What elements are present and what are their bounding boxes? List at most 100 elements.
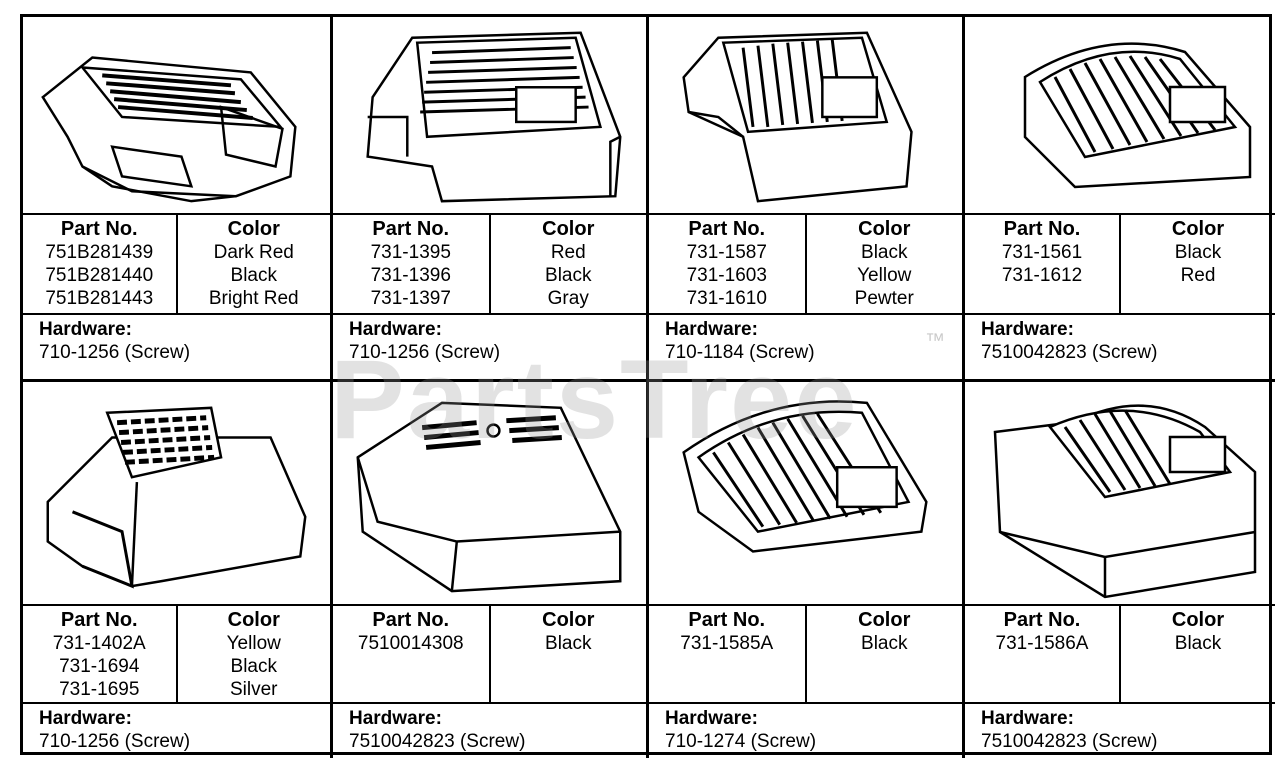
- hardware-section: Hardware: 710-1184 (Screw): [649, 315, 962, 379]
- hardware-section: Hardware: 710-1256 (Screw): [333, 315, 646, 379]
- color-column: Color Red Black Gray: [491, 215, 647, 313]
- part-table: Part No. 731-1587 731-1603 731-1610 Colo…: [649, 215, 962, 315]
- part-no-header: Part No.: [60, 609, 138, 631]
- color-header: Color: [858, 218, 911, 240]
- part-number: 751B281443: [45, 288, 154, 309]
- color-value: Bright Red: [208, 288, 299, 309]
- part-panel-5: Part No. 731-1402A 731-1694 731-1695 Col…: [23, 382, 333, 758]
- hardware-label: Hardware:: [39, 319, 132, 340]
- color-value: Yellow: [857, 265, 912, 286]
- part-table: Part No. 751B281439 751B281440 751B28144…: [23, 215, 330, 315]
- color-column: Color Black: [1121, 606, 1275, 702]
- part-panel-4: Part No. 731-1561 731-1612 Color Black R…: [965, 17, 1275, 382]
- shroud-illustration-5: [23, 382, 330, 606]
- part-number: 731-1402A: [52, 633, 146, 654]
- shroud-illustration-8: [965, 382, 1275, 606]
- part-number-column: Part No. 731-1585A: [649, 606, 807, 702]
- color-column: Color Black Yellow Pewter: [807, 215, 963, 313]
- color-value: Gray: [547, 288, 589, 309]
- part-panel-1: Part No. 751B281439 751B281440 751B28144…: [23, 17, 333, 382]
- part-number: 731-1397: [370, 288, 451, 309]
- part-number: 751B281439: [45, 242, 154, 263]
- color-value: Black: [230, 265, 277, 286]
- color-header: Color: [227, 609, 280, 631]
- part-no-header: Part No.: [60, 218, 138, 240]
- color-value: Yellow: [226, 633, 281, 654]
- hardware-label: Hardware:: [349, 319, 442, 340]
- part-number: 731-1587: [686, 242, 767, 263]
- part-number-column: Part No. 7510014308: [333, 606, 491, 702]
- part-no-header: Part No.: [1003, 609, 1081, 631]
- part-no-header: Part No.: [688, 609, 766, 631]
- color-column: Color Yellow Black Silver: [178, 606, 331, 702]
- hardware-value: 710-1256 (Screw): [39, 731, 191, 752]
- part-number: 731-1585A: [680, 633, 774, 654]
- hardware-section: Hardware: 7510042823 (Screw): [333, 704, 646, 758]
- part-number: 731-1612: [1001, 265, 1083, 286]
- color-header: Color: [858, 609, 911, 631]
- part-number-column: Part No. 751B281439 751B281440 751B28144…: [23, 215, 178, 313]
- part-number-column: Part No. 731-1395 731-1396 731-1397: [333, 215, 491, 313]
- color-header: Color: [227, 218, 280, 240]
- part-table: Part No. 7510014308 Color Black: [333, 606, 646, 704]
- part-number-column: Part No. 731-1561 731-1612: [965, 215, 1121, 313]
- part-no-header: Part No.: [372, 218, 450, 240]
- part-number-column: Part No. 731-1587 731-1603 731-1610: [649, 215, 807, 313]
- hardware-section: Hardware: 710-1256 (Screw): [23, 315, 330, 379]
- color-value: Pewter: [854, 288, 914, 309]
- color-value: Black: [1174, 633, 1222, 654]
- color-header: Color: [1171, 609, 1225, 631]
- color-value: Black: [545, 633, 592, 654]
- part-panel-8: Part No. 731-1586A Color Black Hardware:…: [965, 382, 1275, 758]
- hardware-label: Hardware:: [349, 708, 442, 729]
- part-number: 731-1695: [59, 679, 140, 700]
- hardware-value: 710-1274 (Screw): [665, 731, 817, 752]
- color-value: Red: [1180, 265, 1216, 286]
- part-number: 7510014308: [357, 633, 464, 654]
- part-panel-6: Part No. 7510014308 Color Black Hardware…: [333, 382, 649, 758]
- hardware-label: Hardware:: [981, 708, 1074, 729]
- shroud-illustration-3: [649, 17, 962, 215]
- part-number: 751B281440: [45, 265, 154, 286]
- parts-grid: Part No. 751B281439 751B281440 751B28144…: [20, 14, 1275, 758]
- part-table: Part No. 731-1395 731-1396 731-1397 Colo…: [333, 215, 646, 315]
- color-header: Color: [542, 218, 595, 240]
- color-column: Color Black: [807, 606, 963, 702]
- part-no-header: Part No.: [688, 218, 766, 240]
- part-panel-7: Part No. 731-1585A Color Black Hardware:…: [649, 382, 965, 758]
- color-header: Color: [1171, 218, 1225, 240]
- color-value: Black: [861, 242, 908, 263]
- hardware-label: Hardware:: [665, 319, 758, 340]
- part-table: Part No. 731-1586A Color Black: [965, 606, 1275, 704]
- color-value: Black: [545, 265, 592, 286]
- color-value: Black: [1174, 242, 1222, 263]
- color-header: Color: [542, 609, 595, 631]
- shroud-illustration-7: [649, 382, 962, 606]
- color-value: Black: [230, 656, 277, 677]
- part-number: 731-1586A: [995, 633, 1089, 654]
- hardware-section: Hardware: 7510042823 (Screw): [965, 704, 1275, 758]
- hardware-value: 7510042823 (Screw): [981, 731, 1158, 752]
- part-panel-3: Part No. 731-1587 731-1603 731-1610 Colo…: [649, 17, 965, 382]
- shroud-illustration-1: [23, 17, 330, 215]
- part-number: 731-1610: [686, 288, 767, 309]
- part-number: 731-1396: [370, 265, 451, 286]
- hardware-label: Hardware:: [981, 319, 1074, 340]
- part-panel-2: Part No. 731-1395 731-1396 731-1397 Colo…: [333, 17, 649, 382]
- part-number: 731-1694: [59, 656, 140, 677]
- hardware-label: Hardware:: [39, 708, 132, 729]
- hardware-value: 7510042823 (Screw): [349, 731, 526, 752]
- shroud-illustration-2: [333, 17, 646, 215]
- hardware-value: 710-1184 (Screw): [665, 342, 815, 363]
- color-column: Color Black: [491, 606, 647, 702]
- color-value: Silver: [229, 679, 278, 700]
- part-table: Part No. 731-1585A Color Black: [649, 606, 962, 704]
- hardware-section: Hardware: 710-1256 (Screw): [23, 704, 330, 758]
- color-value: Black: [861, 633, 908, 654]
- shroud-illustration-6: [333, 382, 646, 606]
- hardware-value: 710-1256 (Screw): [349, 342, 501, 363]
- part-no-header: Part No.: [1003, 218, 1081, 240]
- part-number-column: Part No. 731-1586A: [965, 606, 1121, 702]
- hardware-section: Hardware: 7510042823 (Screw): [965, 315, 1275, 379]
- part-no-header: Part No.: [372, 609, 450, 631]
